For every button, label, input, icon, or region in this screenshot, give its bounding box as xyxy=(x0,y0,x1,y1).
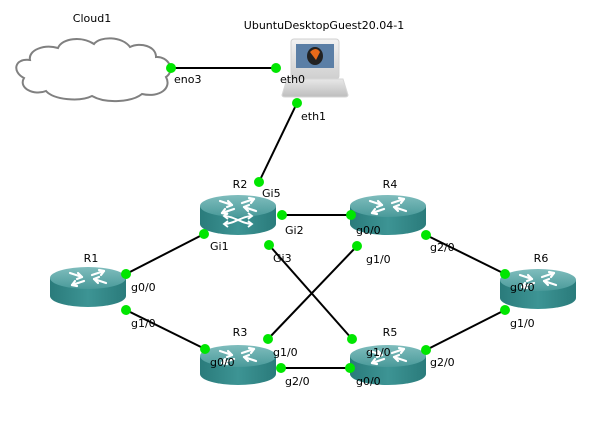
node-r1[interactable]: R1 xyxy=(50,252,126,307)
router-icon xyxy=(50,267,126,307)
port-status-dot[interactable] xyxy=(346,210,356,220)
port-status-dot[interactable] xyxy=(200,344,210,354)
node-label: R2 xyxy=(233,178,248,191)
link-ubuntu-R2[interactable] xyxy=(258,102,298,183)
layer3-switch-icon xyxy=(200,195,276,235)
port-status-dot[interactable] xyxy=(121,305,131,315)
link-R2-R1[interactable] xyxy=(125,233,205,275)
port-status-dot[interactable] xyxy=(421,230,431,240)
port-label: g0/0 xyxy=(210,356,235,369)
port-status-dot[interactable] xyxy=(292,98,302,108)
node-label: R1 xyxy=(84,252,99,265)
port-label: g1/0 xyxy=(273,346,298,359)
port-status-dot[interactable] xyxy=(277,210,287,220)
port-label: g1/0 xyxy=(366,346,391,359)
port-status-dot[interactable] xyxy=(199,229,209,239)
link-R4-R3[interactable] xyxy=(267,245,358,340)
port-label: Gi1 xyxy=(210,240,229,253)
node-label: R5 xyxy=(383,326,398,339)
port-label: g0/0 xyxy=(356,224,381,237)
port-status-dot[interactable] xyxy=(166,63,176,73)
port-status-dot[interactable] xyxy=(347,334,357,344)
cloud-icon xyxy=(15,37,172,102)
port-status-dot[interactable] xyxy=(345,363,355,373)
router-icon xyxy=(200,345,276,385)
node-ubuntu-host[interactable]: UbuntuDesktopGuest20.04-1 xyxy=(244,19,404,98)
port-status-dot[interactable] xyxy=(264,240,274,250)
node-label: UbuntuDesktopGuest20.04-1 xyxy=(244,19,404,32)
router-icon xyxy=(350,195,426,235)
desktop-host-icon xyxy=(281,38,349,98)
node-r2[interactable]: R2 xyxy=(200,178,276,235)
port-label: g1/0 xyxy=(510,317,535,330)
port-status-dot[interactable] xyxy=(352,241,362,251)
port-label: Gi2 xyxy=(285,224,304,237)
port-label: Gi3 xyxy=(273,252,292,265)
port-status-dot[interactable] xyxy=(276,363,286,373)
port-status-dot[interactable] xyxy=(500,269,510,279)
link-R5-R6[interactable] xyxy=(425,309,506,351)
port-status-dot[interactable] xyxy=(254,177,264,187)
node-r4[interactable]: R4 xyxy=(350,178,426,235)
port-label: g1/0 xyxy=(131,317,156,330)
port-status-dot[interactable] xyxy=(121,269,131,279)
node-label: R4 xyxy=(383,178,398,191)
port-status-dot[interactable] xyxy=(421,345,431,355)
port-status-dot[interactable] xyxy=(271,63,281,73)
port-label: eth1 xyxy=(301,110,326,123)
router-icon xyxy=(350,345,426,385)
port-label: g0/0 xyxy=(356,375,381,388)
port-label: g0/0 xyxy=(131,281,156,294)
port-label: eno3 xyxy=(174,73,201,86)
port-label: g2/0 xyxy=(430,241,455,254)
router-icon xyxy=(500,269,576,309)
node-label: R6 xyxy=(534,252,549,265)
link-R1-R3[interactable] xyxy=(125,309,206,350)
node-r5[interactable]: R5 xyxy=(350,326,426,385)
port-label: Gi5 xyxy=(262,187,281,200)
port-status-dot[interactable] xyxy=(500,305,510,315)
node-r6[interactable]: R6 xyxy=(500,252,576,309)
node-r3[interactable]: R3 xyxy=(200,326,276,385)
port-label: g1/0 xyxy=(366,253,391,266)
port-label: g2/0 xyxy=(430,356,455,369)
node-cloud1[interactable]: Cloud1 xyxy=(15,12,172,102)
port-status-dot[interactable] xyxy=(263,334,273,344)
port-label: eth0 xyxy=(280,73,305,86)
link-R2-R5[interactable] xyxy=(268,244,353,340)
links-layer xyxy=(125,67,506,369)
node-label: R3 xyxy=(233,326,248,339)
port-label: g0/0 xyxy=(510,281,535,294)
link-R4-R6[interactable] xyxy=(425,234,506,275)
port-label: g2/0 xyxy=(285,375,310,388)
node-label: Cloud1 xyxy=(73,12,111,25)
